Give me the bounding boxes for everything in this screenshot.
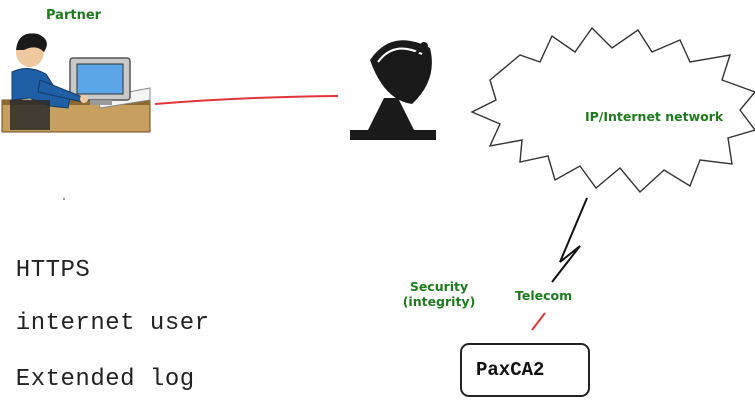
partner-antenna-link [154, 95, 339, 105]
paxca2-box [460, 343, 590, 397]
text-line-https: e HTTPS [0, 257, 91, 284]
person-at-computer-icon [1, 33, 151, 133]
text-line-extended-log: , Extended log [0, 366, 195, 393]
telecom-link [531, 312, 546, 331]
stray-dot [63, 198, 65, 200]
text-line-internet-user: 1 internet user [0, 310, 210, 337]
security-label: Security (integrity) [402, 279, 476, 309]
paxca2-label: PaxCA2 [476, 359, 545, 381]
partner-label: Partner [46, 8, 102, 23]
network-label: IP/Internet network [585, 109, 724, 124]
cloud-network-icon [470, 26, 755, 194]
lightning-bolt-icon [551, 197, 588, 283]
telecom-label: Telecom [515, 288, 573, 303]
satellite-dish-icon [350, 40, 436, 140]
